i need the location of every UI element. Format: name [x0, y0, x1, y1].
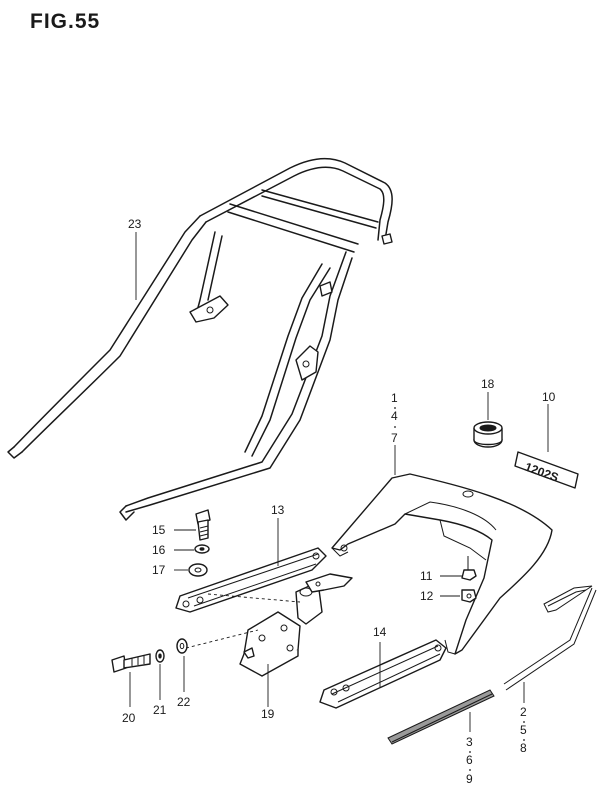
callout-11: 11: [420, 569, 433, 583]
nut-12: [461, 589, 477, 603]
callout-20: 20: [122, 711, 136, 725]
washer-17: [188, 563, 208, 577]
callout-7: 7: [391, 431, 398, 445]
rear-carrier-frame: [7, 157, 393, 521]
bolt-20: [111, 653, 151, 673]
seat-tail-cover: [331, 473, 553, 655]
spring-washer-16: [194, 544, 210, 554]
callout-18: 18: [481, 377, 495, 391]
rubber-grommet: [473, 421, 503, 448]
washer-22: [176, 638, 188, 654]
callout-5: 5: [520, 723, 527, 737]
callout-16: 16: [152, 543, 166, 557]
callout-1: 1: [391, 391, 398, 405]
callout-2: 2: [520, 705, 527, 719]
callout-3: 3: [466, 735, 473, 749]
callout-22: 22: [177, 695, 191, 709]
dashed-alignment-line: [185, 629, 259, 649]
callout-9: 9: [466, 772, 473, 786]
leader-lines: [129, 232, 549, 732]
callout-23: 23: [128, 217, 142, 231]
tape-stripe-upper: [503, 585, 597, 691]
left-seat-rail: [175, 547, 327, 613]
bolt-15: [195, 509, 211, 541]
callout-10: 10: [542, 390, 556, 404]
callout-15: 15: [152, 523, 166, 537]
callout-separators: [394, 407, 525, 771]
right-seat-rail: [319, 639, 447, 709]
spring-washer-21: [155, 649, 165, 663]
nut-11: [461, 556, 477, 581]
callout-6: 6: [466, 753, 473, 767]
figure-title: FIG.55: [30, 10, 101, 33]
callout-19: 19: [261, 707, 275, 721]
seat-lock-assembly: [239, 573, 353, 677]
callout-labels: 23 1 4 7 18 10 13 15 16 17 11 12 14 20 2…: [122, 217, 556, 786]
emblem-badge: 1202S: [514, 451, 579, 489]
callout-12: 12: [420, 589, 434, 603]
callout-8: 8: [520, 741, 527, 755]
callout-21: 21: [153, 703, 167, 717]
callout-14: 14: [373, 625, 387, 639]
tape-stripe-lower: [387, 689, 495, 745]
callout-17: 17: [152, 563, 166, 577]
callout-4: 4: [391, 409, 398, 423]
callout-13: 13: [271, 503, 285, 517]
